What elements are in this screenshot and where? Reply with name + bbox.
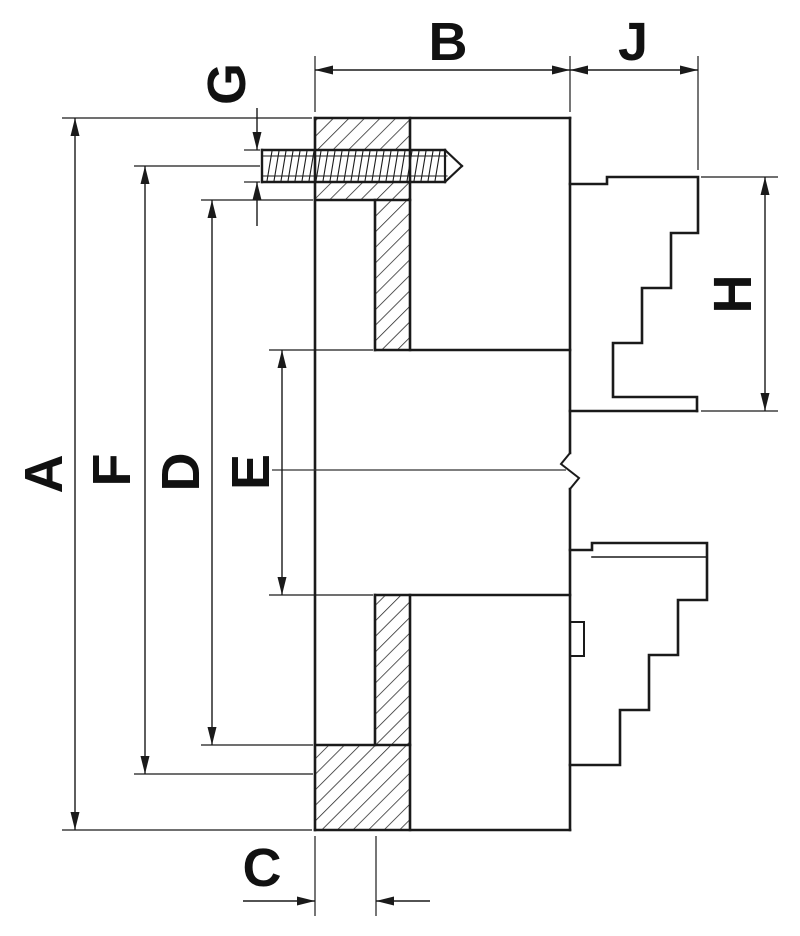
chuck-body-outline xyxy=(313,116,581,832)
dimension-label-h: H xyxy=(703,275,763,314)
dimension-label-c: C xyxy=(243,838,282,898)
dimension-label-e: E xyxy=(221,454,281,490)
dimension-label-j: J xyxy=(618,12,648,72)
dimension-lines xyxy=(74,69,766,902)
dimension-label-a: A xyxy=(14,455,74,494)
dimension-labels: A B C D E F G H J xyxy=(14,12,763,898)
bottom-jaw xyxy=(568,541,709,767)
dimension-arrowheads xyxy=(70,65,770,906)
dimension-label-d: D xyxy=(151,453,211,492)
bolt-thread-lines xyxy=(266,150,441,182)
mounting-bolt xyxy=(260,148,464,184)
section-hatching xyxy=(315,118,410,830)
dimension-label-b: B xyxy=(429,12,468,72)
dimension-label-f: F xyxy=(82,454,142,487)
dimension-label-g: G xyxy=(197,63,257,105)
top-jaw xyxy=(568,175,700,413)
